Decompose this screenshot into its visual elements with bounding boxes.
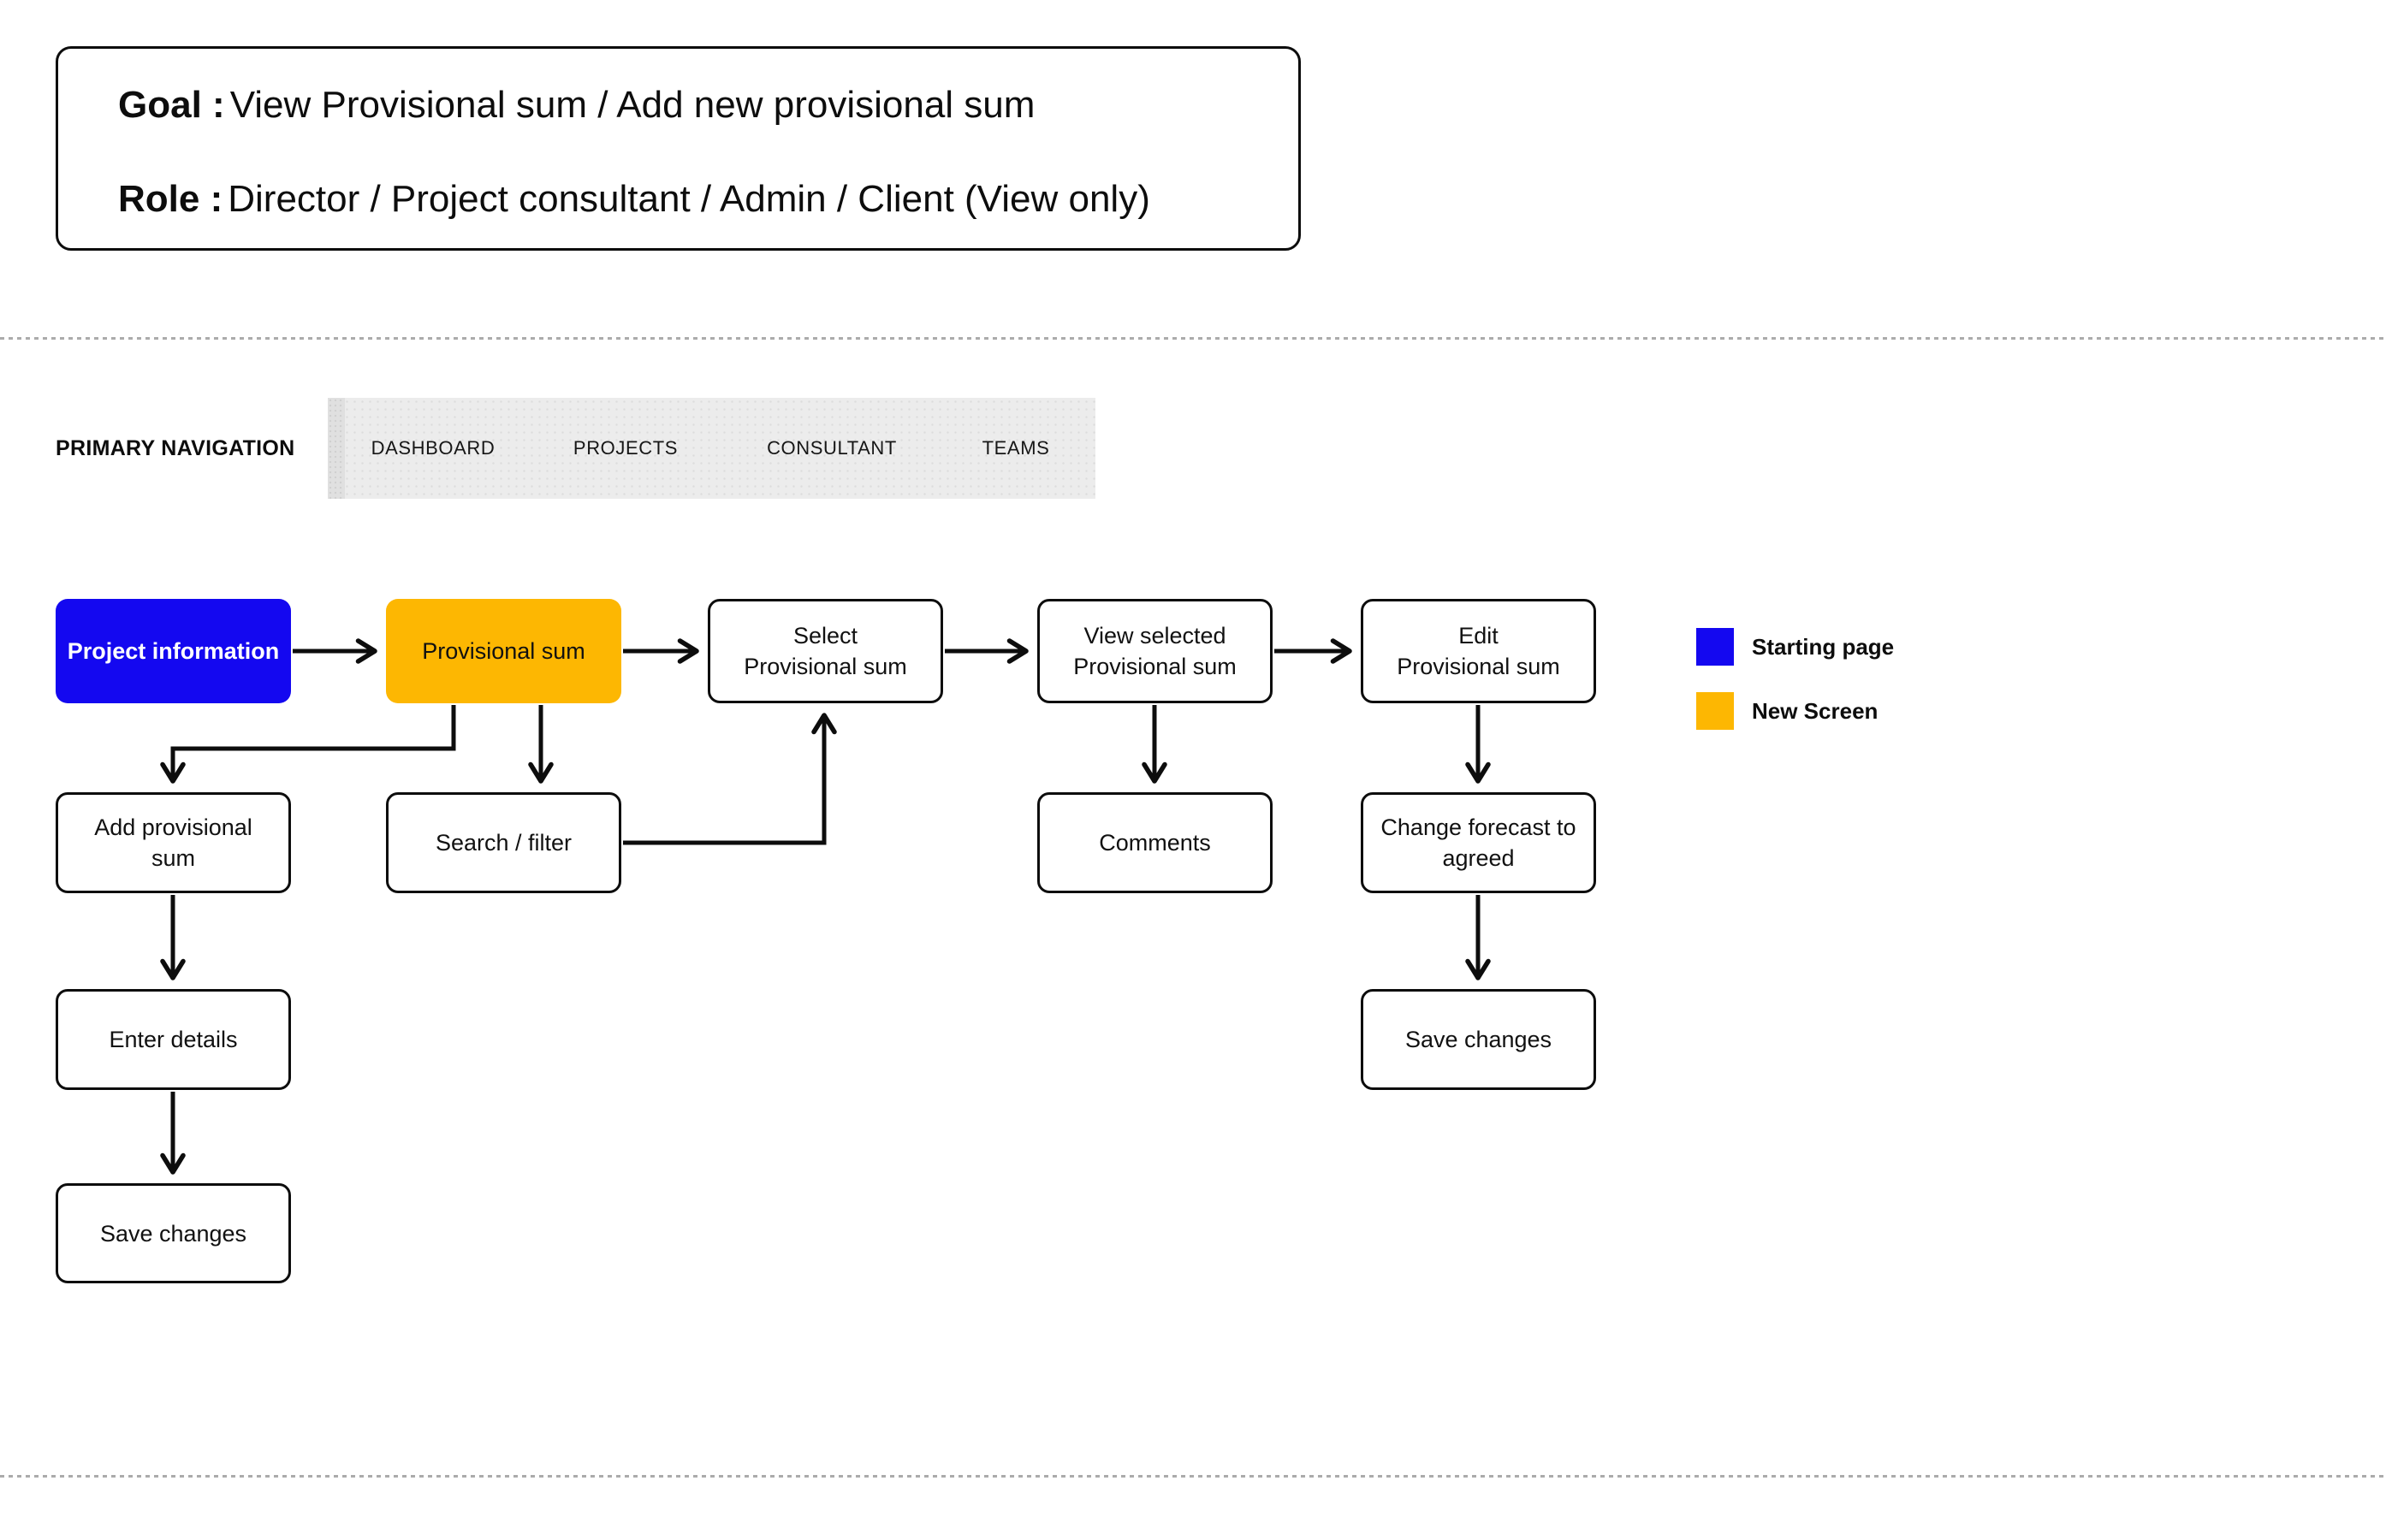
node-enter-details[interactable]: Enter details (56, 989, 291, 1090)
legend-row-new-screen: New Screen (1696, 692, 1878, 730)
node-save-changes-left[interactable]: Save changes (56, 1183, 291, 1283)
node-save-changes-right[interactable]: Save changes (1361, 989, 1596, 1090)
navbar-edge-strip (328, 398, 345, 499)
nav-item-teams[interactable]: TEAMS (982, 437, 1050, 459)
node-search-filter[interactable]: Search / filter (386, 792, 621, 893)
goal-line: Goal :View Provisional sum / Add new pro… (118, 82, 1035, 128)
goal-role-box: Goal :View Provisional sum / Add new pro… (56, 46, 1301, 251)
starting-page-swatch (1696, 628, 1734, 666)
node-comments[interactable]: Comments (1037, 792, 1273, 893)
legend-label-starting-page: Starting page (1752, 633, 1895, 660)
legend-row-starting-page: Starting page (1696, 628, 1894, 666)
node-provisional-sum[interactable]: Provisional sum (386, 599, 621, 703)
goal-text: View Provisional sum / Add new provision… (229, 84, 1036, 126)
role-label: Role : (118, 178, 223, 220)
role-text: Director / Project consultant / Admin / … (228, 178, 1150, 220)
new-screen-swatch (1696, 692, 1734, 730)
nav-item-dashboard[interactable]: DASHBOARD (371, 437, 496, 459)
node-project-information[interactable]: Project information (56, 599, 291, 703)
goal-label: Goal : (118, 84, 225, 126)
nav-item-projects[interactable]: PROJECTS (573, 437, 679, 459)
arrow-search-to-select (623, 713, 837, 845)
section-divider-top (0, 337, 2386, 340)
role-line: Role :Director / Project consultant / Ad… (118, 176, 1150, 222)
primary-navigation-label: PRIMARY NAVIGATION (56, 436, 295, 460)
primary-navigation-bar: DASHBOARD PROJECTS CONSULTANT TEAMS (328, 398, 1095, 499)
node-select-provisional-sum[interactable]: Select Provisional sum (708, 599, 943, 703)
node-edit-provisional-sum[interactable]: Edit Provisional sum (1361, 599, 1596, 703)
nav-item-consultant[interactable]: CONSULTANT (767, 437, 897, 459)
legend-label-new-screen: New Screen (1752, 697, 1879, 724)
node-change-forecast-to-agreed[interactable]: Change forecast to agreed (1361, 792, 1596, 893)
arrow-provisional-to-add (160, 705, 456, 784)
node-add-provisional-sum[interactable]: Add provisional sum (56, 792, 291, 893)
node-view-selected-provisional-sum[interactable]: View selected Provisional sum (1037, 599, 1273, 703)
section-divider-bottom (0, 1475, 2386, 1478)
